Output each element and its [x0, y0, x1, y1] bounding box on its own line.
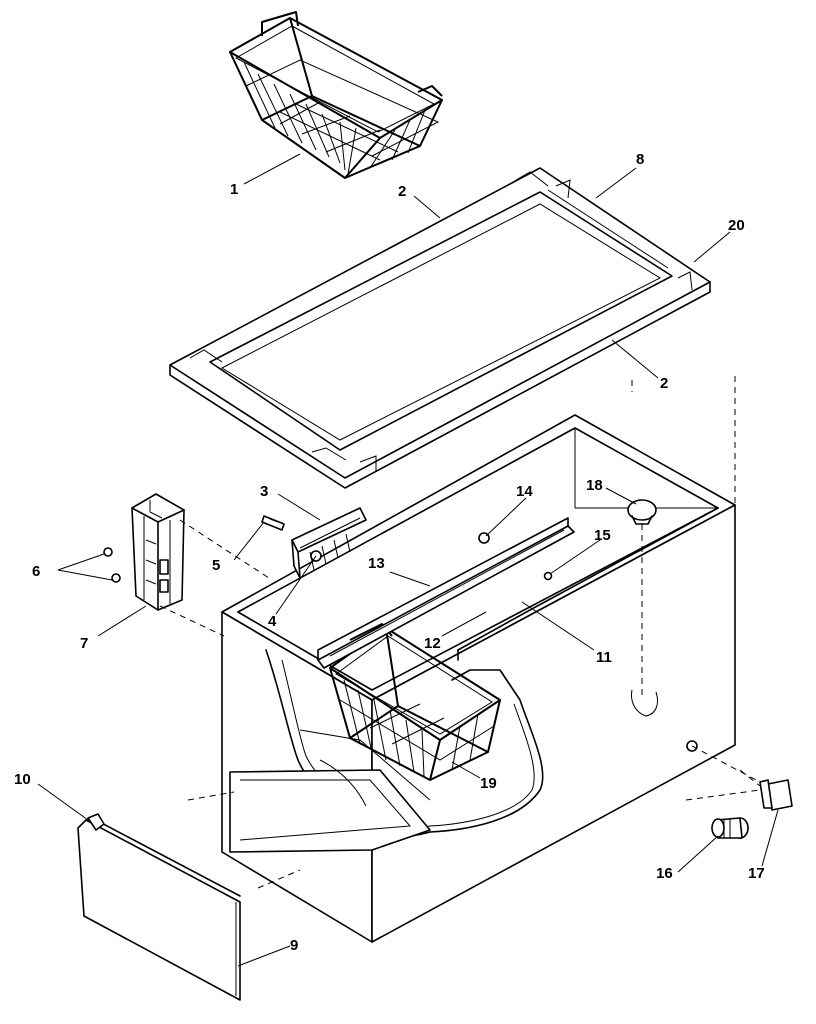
basket-rail — [317, 517, 575, 669]
cabinet-cutaway — [229, 649, 544, 853]
callout-10: 10 — [14, 771, 31, 788]
drain-cap — [759, 779, 793, 811]
lid-assembly — [169, 167, 711, 489]
callout-7: 7 — [80, 635, 88, 652]
leader-lines — [37, 153, 779, 967]
screw-6b — [111, 573, 121, 583]
screw-15 — [543, 571, 553, 581]
wire-basket-top — [229, 11, 443, 179]
callout-2a: 2 — [398, 183, 406, 200]
screw-6a — [103, 547, 113, 557]
hinge-bracket — [131, 493, 185, 611]
callout-5: 5 — [212, 557, 220, 574]
callout-1: 1 — [230, 181, 238, 198]
callout-16: 16 — [656, 865, 673, 882]
freezer-cabinet — [221, 414, 736, 943]
callout-14: 14 — [516, 483, 533, 500]
assembly-guide-lines — [159, 376, 761, 889]
callout-11: 11 — [596, 649, 612, 666]
callout-6: 6 — [32, 563, 40, 580]
front-grille-panel — [77, 813, 241, 1001]
callout-13: 13 — [368, 555, 385, 572]
drain-fitting — [711, 817, 749, 839]
thermostat-control — [261, 507, 367, 579]
callout-20: 20 — [728, 217, 745, 234]
callout-2b: 2 — [660, 375, 668, 392]
callout-18: 18 — [586, 477, 603, 494]
callout-12: 12 — [424, 635, 441, 652]
callout-19: 19 — [480, 775, 497, 792]
callout-3: 3 — [260, 483, 268, 500]
callout-15: 15 — [594, 527, 611, 544]
callout-17: 17 — [748, 865, 765, 882]
drain-knob — [627, 499, 659, 717]
wire-basket-inner — [329, 623, 501, 781]
callout-4: 4 — [268, 613, 277, 630]
callout-8: 8 — [636, 151, 644, 168]
callout-9: 9 — [290, 937, 298, 954]
callout-labels: 1 2 2 3 4 5 6 7 8 9 10 11 12 13 14 15 16… — [14, 151, 765, 954]
